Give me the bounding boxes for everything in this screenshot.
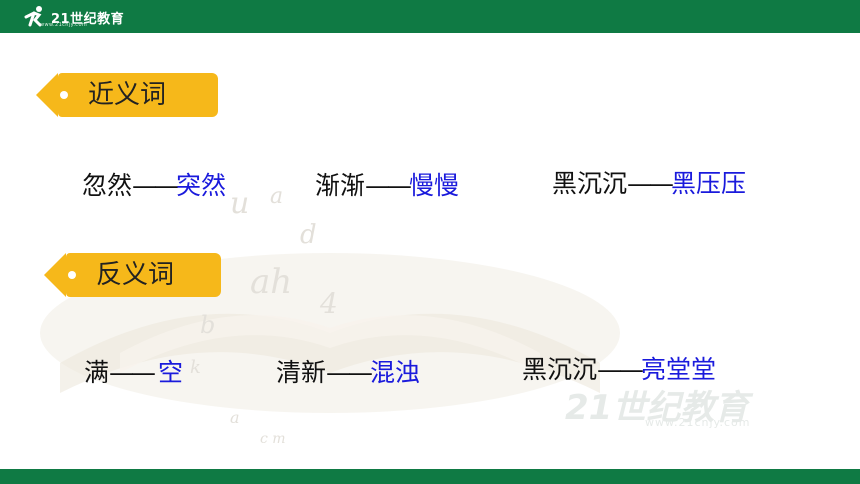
- word-pair: 黑沉沉——黑压压: [552, 168, 746, 200]
- logo-text: 21世纪教育: [51, 11, 125, 27]
- tag-hole-icon: [68, 271, 76, 279]
- section-tag-antonyms: 反义词: [44, 253, 221, 297]
- word: 忽然: [82, 171, 133, 200]
- decor-letter: a: [270, 184, 283, 209]
- word-pair: 忽然——突然: [82, 170, 226, 202]
- decor-letter: 4: [319, 287, 338, 320]
- decor-letter: k: [190, 357, 201, 378]
- decor-letter: a: [230, 408, 240, 427]
- section-tag-synonyms: 近义词: [36, 73, 218, 117]
- word: 黑沉沉: [522, 355, 598, 384]
- tag-hole-icon: [60, 91, 68, 99]
- site-logo: 21世纪教育: [22, 4, 124, 30]
- logo-url: www.21cnjy.com: [40, 22, 88, 28]
- dash: ——: [109, 358, 158, 387]
- dash: ——: [627, 169, 674, 198]
- word-pair: 清新——混浊: [276, 357, 420, 389]
- dash: ——: [365, 171, 412, 200]
- section-title: 反义词: [96, 260, 175, 290]
- answer-word: 亮堂堂: [641, 355, 717, 384]
- decor-letter: c m: [260, 431, 286, 447]
- dash: ——: [132, 171, 179, 200]
- word: 黑沉沉: [552, 169, 628, 198]
- decor-letter: b: [200, 311, 215, 339]
- answer-word: 黑压压: [671, 169, 747, 198]
- word-pair: 渐渐——慢慢: [315, 170, 459, 202]
- decor-letter: u: [230, 186, 249, 221]
- watermark-logo: 21世纪教育: [565, 388, 749, 428]
- word: 清新: [276, 358, 327, 387]
- answer-word: 慢慢: [409, 171, 460, 200]
- word-pair: 满—— 空: [84, 357, 183, 389]
- answer-word: 混浊: [370, 358, 421, 387]
- decor-letter: ah: [250, 262, 292, 302]
- watermark-url: www.21cnjy.com: [645, 416, 751, 429]
- word: 渐渐: [315, 171, 366, 200]
- answer-word: 突然: [176, 171, 227, 200]
- top-banner: 21世纪教育 www.21cnjy.com: [0, 0, 860, 33]
- runner-logo-icon: [24, 6, 42, 27]
- word: 满: [84, 358, 110, 387]
- answer-word: 空: [157, 358, 183, 387]
- bottom-banner: [0, 469, 860, 484]
- decor-letter: d: [300, 220, 317, 250]
- word-pair: 黑沉沉——亮堂堂: [522, 354, 716, 386]
- section-title: 近义词: [88, 80, 167, 110]
- dash: ——: [597, 355, 644, 384]
- dash: ——: [326, 358, 373, 387]
